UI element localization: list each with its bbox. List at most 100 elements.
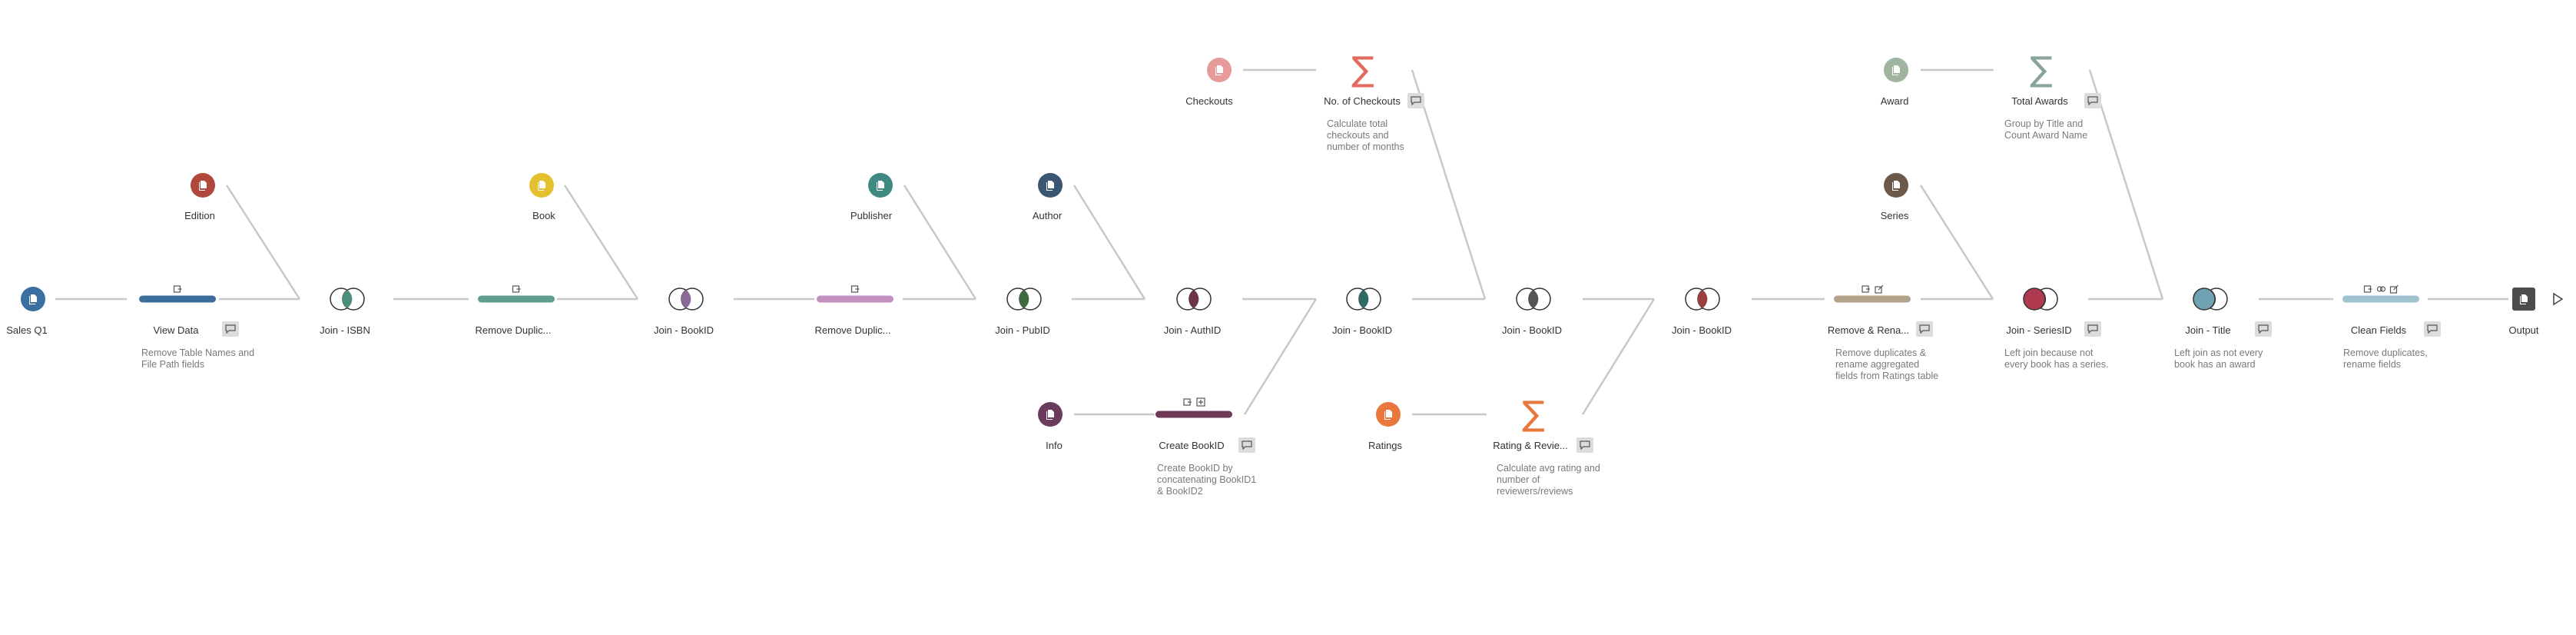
aggregate-node-rating-reviews[interactable]: ∑ [1522, 394, 1545, 434]
filter-icon [1861, 284, 1871, 294]
remove-rename-step-icons [1861, 284, 1884, 294]
group-values-icon [2376, 284, 2386, 294]
node-label-join-bookid-4: Join - BookID [1671, 324, 1732, 336]
comment-icon [1580, 441, 1590, 450]
join-inner-icon [1685, 288, 1720, 311]
node-label-join-bookid-3: Join - BookID [1501, 324, 1563, 336]
input-node-info[interactable] [1038, 402, 1063, 427]
step-note-clean-fields: Remove duplicates, rename fields [2343, 347, 2428, 370]
calculated-field-icon [1195, 397, 1205, 407]
aggregate-node-total-awards[interactable]: ∑ [2030, 50, 2053, 89]
aggregate-node-no-of-checkouts[interactable]: ∑ [1351, 50, 1374, 89]
input-file-icon [1892, 65, 1900, 75]
input-file-icon [29, 294, 37, 304]
node-label-create-bookid: Create BookID [1159, 440, 1225, 451]
input-file-icon [1215, 65, 1223, 75]
filter-icon [2363, 284, 2373, 294]
input-file-icon [1046, 410, 1054, 420]
run-flow-play-icon[interactable] [2550, 291, 2565, 307]
annotation-button[interactable] [2084, 93, 2101, 108]
node-label-view-data: View Data [153, 324, 199, 336]
input-file-icon [199, 181, 207, 191]
clean-step-remove-rename[interactable] [1834, 295, 1911, 303]
join-node-bookid-3[interactable] [1512, 286, 1555, 312]
input-node-ratings[interactable] [1376, 402, 1401, 427]
output-icon [2520, 294, 2528, 304]
join-node-seriesid[interactable] [2019, 286, 2062, 312]
join-left-icon [2193, 288, 2228, 311]
node-label-output: Output [2508, 324, 2539, 336]
join-inner-icon [1346, 288, 1381, 311]
node-label-join-bookid-1: Join - BookID [653, 324, 714, 336]
join-node-bookid-2[interactable] [1342, 286, 1385, 312]
annotation-button[interactable] [1576, 437, 1593, 453]
comment-icon [2087, 96, 2098, 105]
comment-icon [225, 324, 236, 334]
remove-dup-1-step-icons [512, 284, 522, 294]
step-note-view-data: Remove Table Names and File Path fields [141, 347, 255, 370]
input-file-icon [1384, 410, 1392, 420]
node-label-author: Author [1032, 210, 1063, 221]
node-label-remove-rename: Remove & Rena... [1827, 324, 1910, 336]
node-label-remove-dup-2: Remove Duplic... [814, 324, 891, 336]
join-node-title[interactable] [2189, 286, 2232, 312]
join-node-authid[interactable] [1172, 286, 1215, 312]
input-node-edition[interactable] [191, 173, 215, 198]
join-inner-icon [1176, 288, 1212, 311]
annotation-button[interactable] [1916, 321, 1933, 337]
annotation-button[interactable] [222, 321, 239, 337]
join-node-isbn[interactable] [326, 286, 369, 312]
clean-step-remove-duplicates-2[interactable] [817, 295, 893, 303]
comment-icon [2087, 324, 2098, 334]
join-node-bookid-1[interactable] [665, 286, 708, 312]
node-label-ratings: Ratings [1368, 440, 1403, 451]
clean-step-view-data[interactable] [139, 295, 216, 303]
clean-fields-step-icons [2363, 284, 2399, 294]
join-inner-icon [668, 288, 704, 311]
annotation-button[interactable] [2424, 321, 2441, 337]
output-node[interactable] [2512, 288, 2535, 311]
join-node-bookid-4[interactable] [1681, 286, 1724, 312]
input-file-icon [1892, 181, 1900, 191]
filter-icon [850, 284, 860, 294]
step-note-join-title: Left join as not every book has an award [2174, 347, 2263, 370]
view-data-step-icons [173, 284, 183, 294]
node-label-clean-fields: Clean Fields [2350, 324, 2407, 336]
clean-step-create-bookid[interactable] [1155, 411, 1232, 418]
join-inner-icon [1516, 288, 1551, 311]
rename-icon [2389, 284, 2399, 294]
comment-icon [1242, 441, 1252, 450]
join-inner-icon [330, 288, 365, 311]
annotation-button[interactable] [2255, 321, 2272, 337]
remove-dup-2-step-icons [850, 284, 860, 294]
filter-icon [173, 284, 183, 294]
node-label-join-authid: Join - AuthID [1163, 324, 1222, 336]
step-note-total-awards: Group by Title and Count Award Name [2004, 118, 2088, 141]
node-label-series: Series [1880, 210, 1909, 221]
node-label-publisher: Publisher [850, 210, 893, 221]
join-node-pubid[interactable] [1003, 286, 1046, 312]
node-label-join-bookid-2: Join - BookID [1331, 324, 1393, 336]
join-left-icon [2023, 288, 2058, 311]
input-node-series[interactable] [1884, 173, 1908, 198]
node-label-book: Book [532, 210, 555, 221]
annotation-button[interactable] [2084, 321, 2101, 337]
clean-step-clean-fields[interactable] [2342, 295, 2419, 303]
input-node-publisher[interactable] [868, 173, 893, 198]
input-node-checkouts[interactable] [1207, 58, 1232, 82]
input-node-author[interactable] [1038, 173, 1063, 198]
input-node-sales-q1[interactable] [21, 287, 45, 311]
node-label-join-seriesid: Join - SeriesID [2006, 324, 2072, 336]
annotation-button[interactable] [1407, 93, 1424, 108]
input-node-book[interactable] [529, 173, 554, 198]
node-label-checkouts: Checkouts [1185, 95, 1233, 107]
input-file-icon [877, 181, 884, 191]
clean-step-remove-duplicates-1[interactable] [478, 295, 555, 303]
filter-icon [1182, 397, 1192, 407]
input-file-icon [1046, 181, 1054, 191]
comment-icon [2427, 324, 2438, 334]
create-bookid-step-icons [1182, 397, 1205, 407]
rename-icon [1874, 284, 1884, 294]
input-node-award[interactable] [1884, 58, 1908, 82]
annotation-button[interactable] [1238, 437, 1255, 453]
